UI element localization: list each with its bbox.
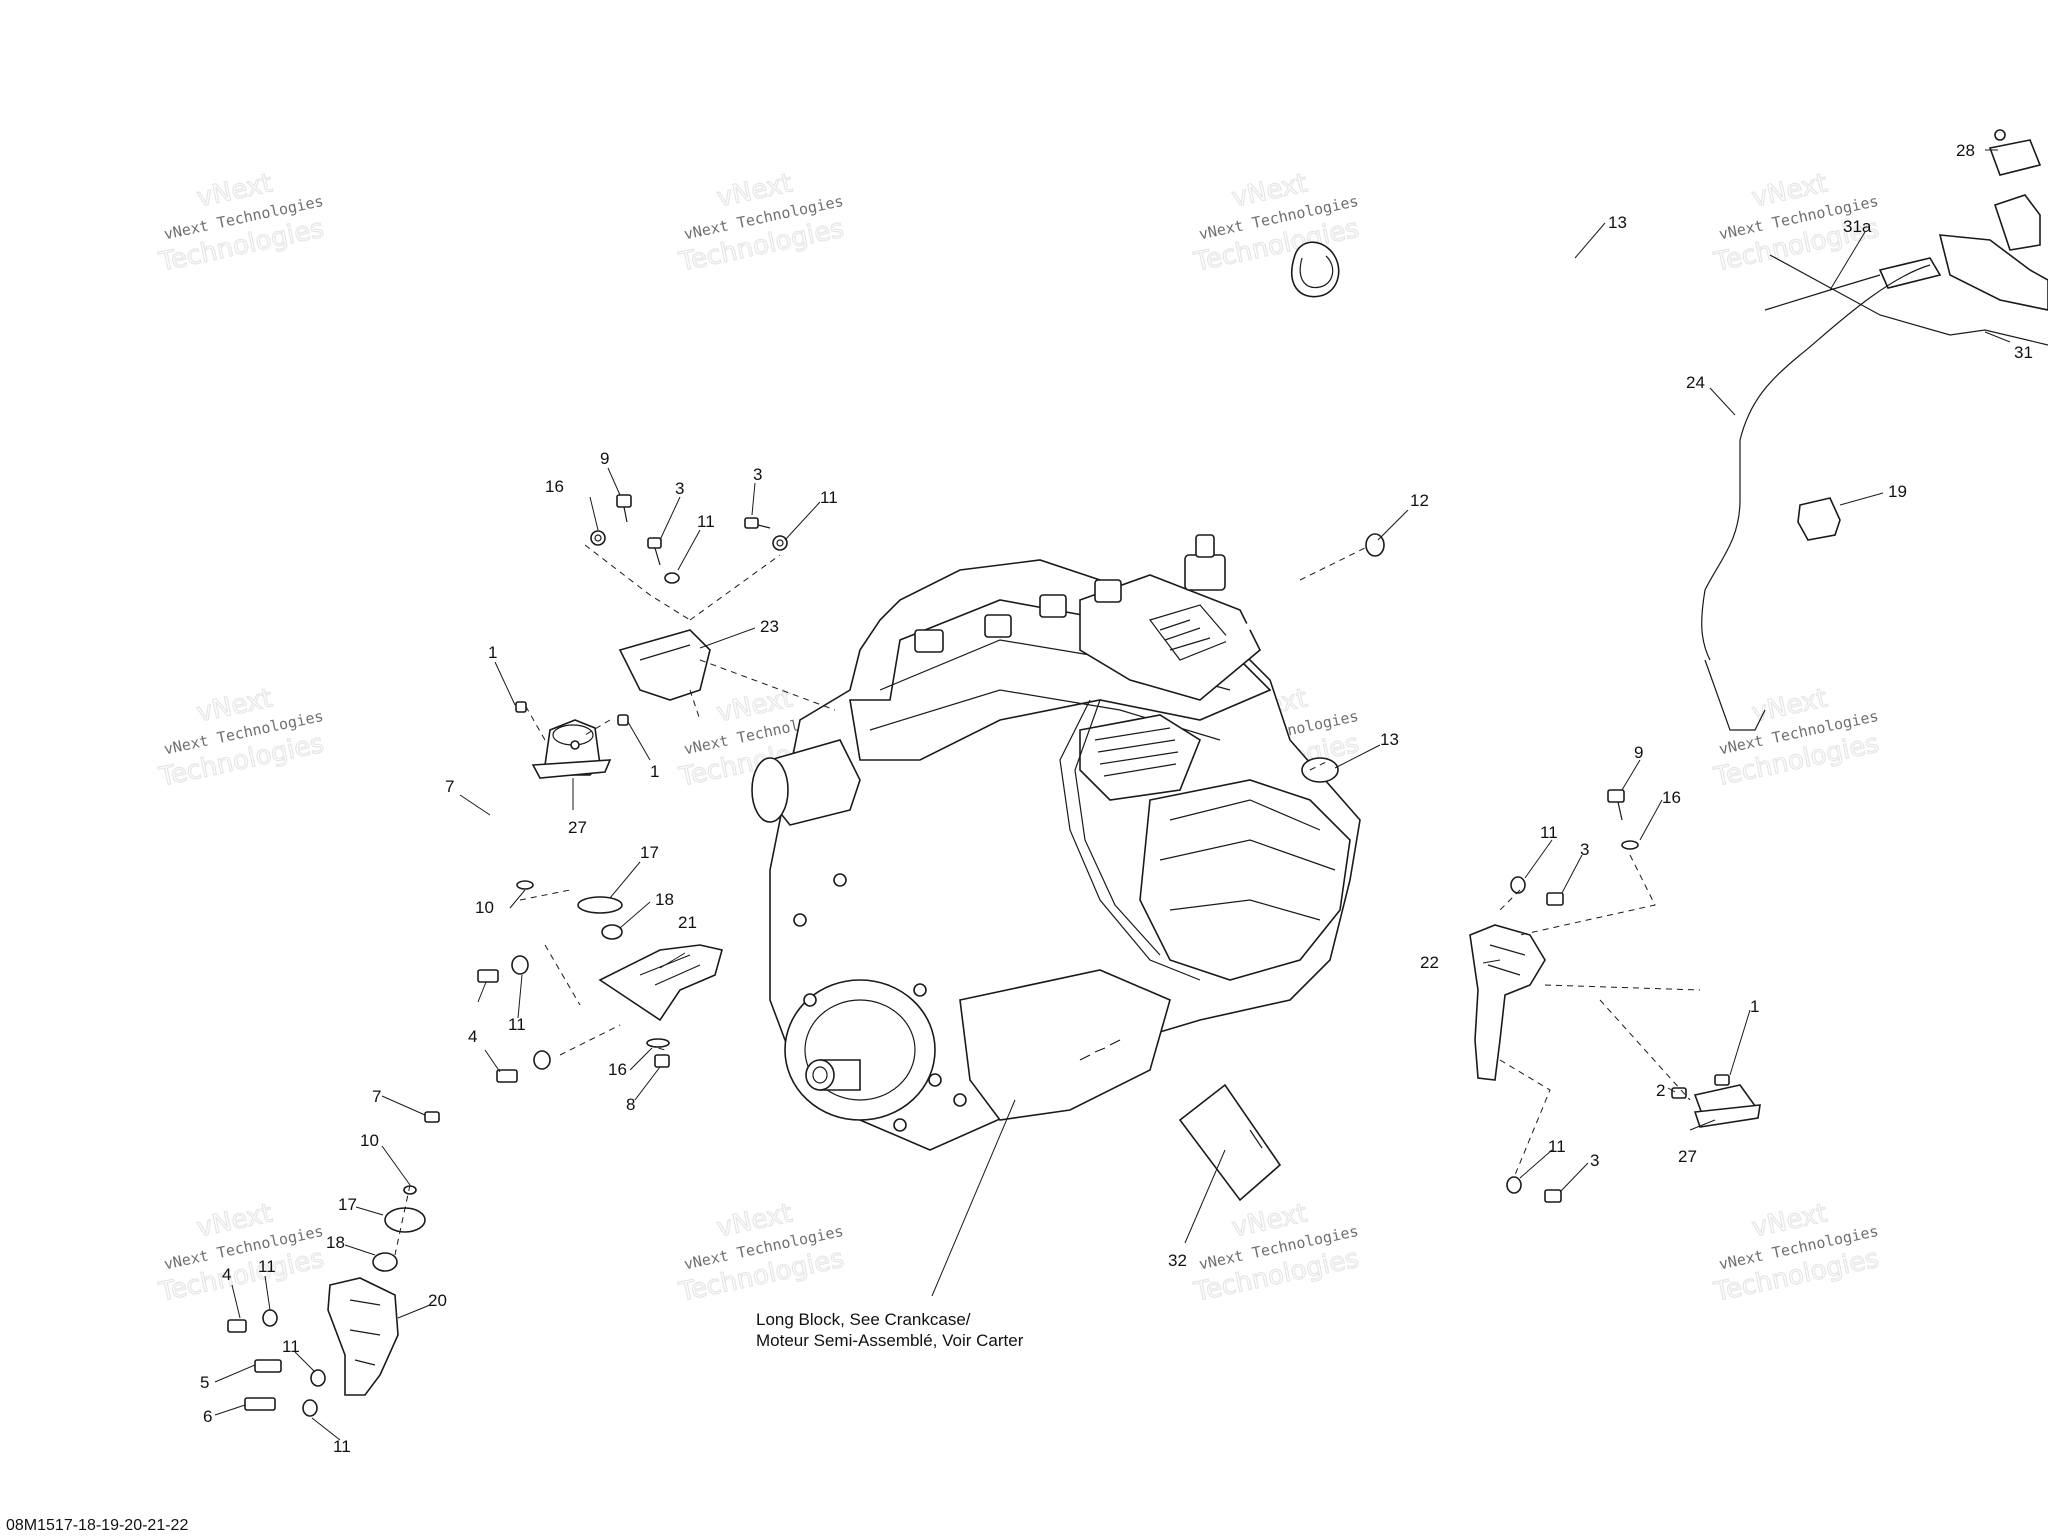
assembly-lines bbox=[394, 544, 1701, 1256]
long-block-note: Long Block, See Crankcase/ Moteur Semi-A… bbox=[756, 1310, 1024, 1350]
part-32-label-card bbox=[1178, 1083, 1282, 1202]
callout-11: 11 bbox=[508, 1015, 526, 1034]
callout-1: 1 bbox=[488, 643, 497, 662]
leader-lines bbox=[214, 149, 2011, 1441]
callout-23: 23 bbox=[760, 617, 779, 636]
callout-9: 9 bbox=[600, 449, 609, 468]
callout-17: 17 bbox=[338, 1195, 357, 1214]
callout-8: 8 bbox=[626, 1095, 635, 1114]
callout-16: 16 bbox=[608, 1060, 627, 1079]
watermark: vNext vNext Technologies Technologies bbox=[155, 168, 327, 279]
callout-27: 27 bbox=[568, 818, 587, 837]
callout-12: 12 bbox=[1410, 491, 1429, 510]
note-line-1: Long Block, See Crankcase/ bbox=[756, 1310, 971, 1329]
callout-22: 22 bbox=[1420, 953, 1439, 972]
callout-1: 1 bbox=[1750, 997, 1759, 1016]
upper-left-mount bbox=[515, 494, 788, 779]
callout-17: 17 bbox=[640, 843, 659, 862]
part-13-clamp bbox=[1291, 241, 1340, 298]
note-line-2: Moteur Semi-Assemblé, Voir Carter bbox=[756, 1331, 1024, 1350]
right-mount bbox=[1469, 789, 1761, 1203]
callout-16: 16 bbox=[545, 477, 564, 496]
callout-11: 11 bbox=[282, 1337, 300, 1356]
watermark: vNext vNext Technologies Technologies bbox=[1190, 1198, 1362, 1309]
callout-27: 27 bbox=[1678, 1147, 1697, 1166]
callout-32: 32 bbox=[1168, 1251, 1187, 1270]
callout-31a: 31a bbox=[1843, 217, 1872, 236]
callout-19: 19 bbox=[1888, 482, 1907, 501]
callout-6: 6 bbox=[203, 1407, 212, 1426]
watermark: vNext vNext Technologies Technologies bbox=[1710, 683, 1882, 794]
callout-4: 4 bbox=[468, 1027, 477, 1046]
callout-2: 2 bbox=[1656, 1081, 1665, 1100]
callout-7: 7 bbox=[372, 1087, 381, 1106]
callout-3: 3 bbox=[675, 479, 684, 498]
callouts: 28 13 31a 31 24 19 12 9 16 3 3 11 11 23 … bbox=[200, 141, 2033, 1456]
callout-9: 9 bbox=[1634, 743, 1643, 762]
part-12-clamp bbox=[1365, 533, 1385, 557]
watermark: vNext vNext Technologies Technologies bbox=[675, 1198, 847, 1309]
callout-5: 5 bbox=[200, 1373, 209, 1392]
callout-24: 24 bbox=[1686, 373, 1705, 392]
callout-13: 13 bbox=[1380, 730, 1399, 749]
watermark: vNext vNext Technologies Technologies bbox=[1190, 168, 1362, 279]
middle-left-mount bbox=[477, 814, 723, 1083]
callout-20: 20 bbox=[428, 1291, 447, 1310]
callout-10: 10 bbox=[475, 898, 494, 917]
part-13b-clamp bbox=[1301, 757, 1339, 783]
watermark: vNext vNext Technologies Technologies bbox=[155, 1198, 327, 1309]
callout-3: 3 bbox=[1590, 1151, 1599, 1170]
watermark: vNext vNext Technologies Technologies bbox=[155, 683, 327, 794]
callout-3: 3 bbox=[1580, 840, 1589, 859]
callout-31: 31 bbox=[2014, 343, 2033, 362]
callout-10: 10 bbox=[360, 1131, 379, 1150]
callout-28: 28 bbox=[1956, 141, 1975, 160]
callout-13: 13 bbox=[1608, 213, 1627, 232]
callout-11: 11 bbox=[1540, 823, 1558, 842]
callout-18: 18 bbox=[655, 890, 674, 909]
callout-4: 4 bbox=[222, 1265, 231, 1284]
callout-3: 3 bbox=[753, 465, 762, 484]
callout-11: 11 bbox=[333, 1437, 351, 1456]
callout-21: 21 bbox=[678, 913, 697, 932]
callout-11: 11 bbox=[697, 512, 715, 531]
lower-left-mount bbox=[227, 1111, 440, 1417]
callout-11: 11 bbox=[258, 1257, 276, 1276]
callout-16: 16 bbox=[1662, 788, 1681, 807]
callout-11: 11 bbox=[1548, 1137, 1566, 1156]
engine-assembly bbox=[751, 534, 1361, 1151]
diagram-code: 08M1517-18-19-20-21-22 bbox=[6, 1517, 188, 1534]
callout-1: 1 bbox=[650, 762, 659, 781]
callout-7: 7 bbox=[445, 777, 454, 796]
part-19-sleeve bbox=[1797, 497, 1841, 541]
watermark: vNext vNext Technologies Technologies bbox=[675, 168, 847, 279]
callout-11: 11 bbox=[820, 488, 838, 507]
watermark: vNext vNext Technologies Technologies bbox=[1710, 1198, 1882, 1309]
callout-18: 18 bbox=[326, 1233, 345, 1252]
throttle-cable-assembly bbox=[1701, 129, 2048, 731]
